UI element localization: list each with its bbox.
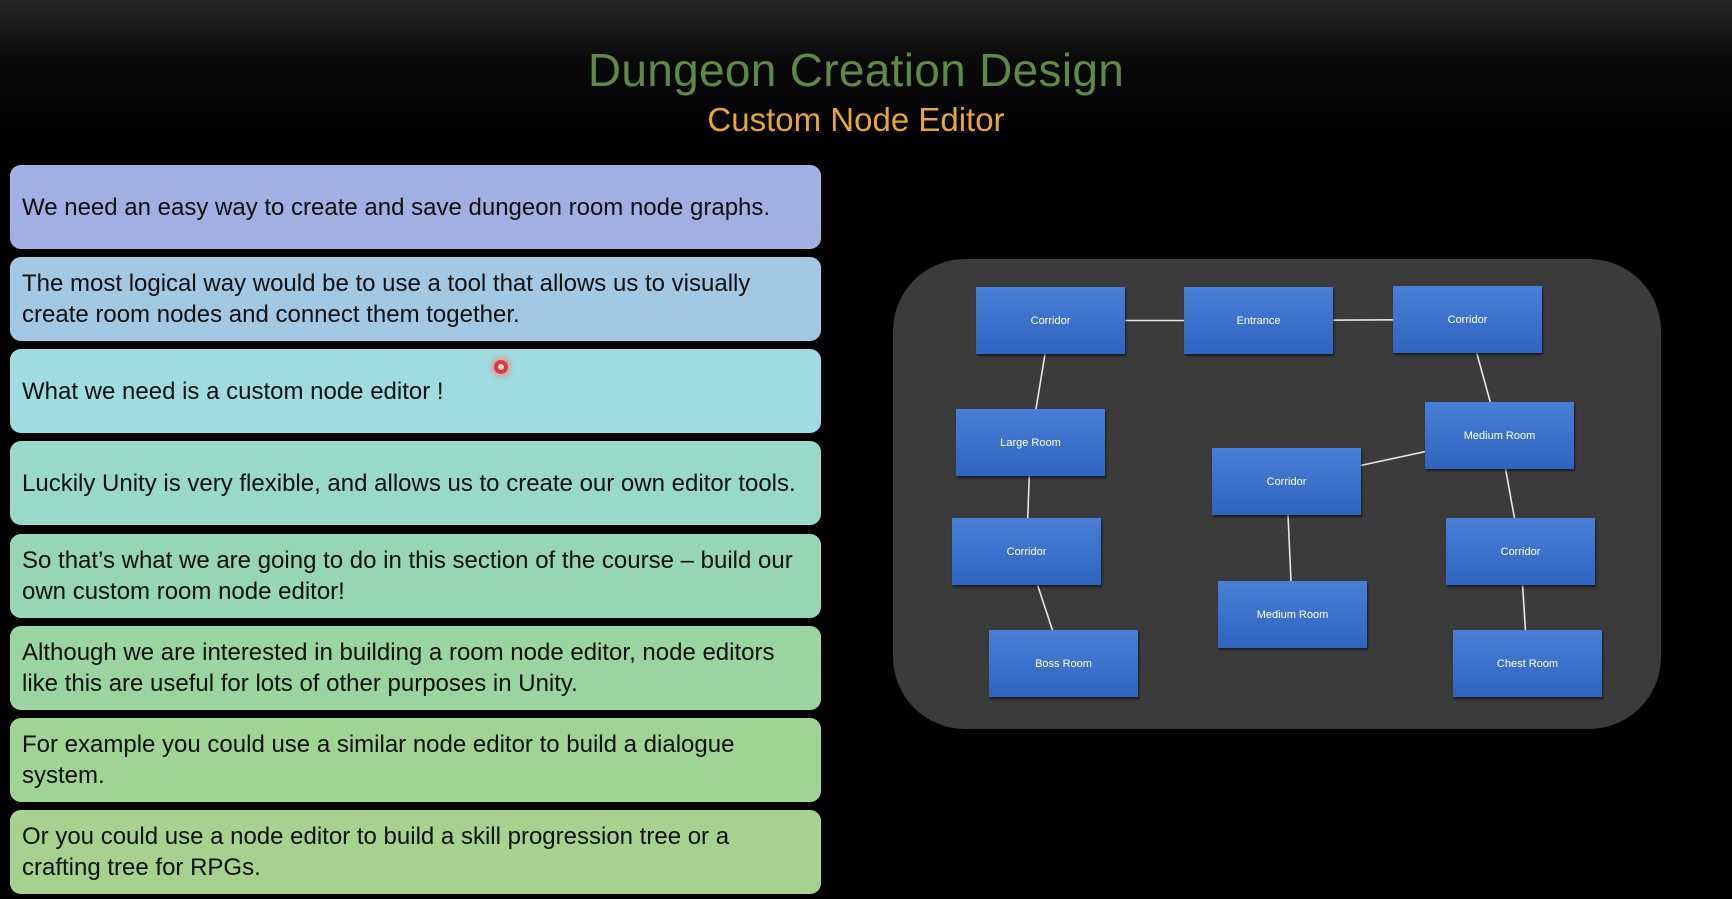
- node-corridor-4[interactable]: Corridor: [952, 518, 1101, 585]
- node-corridor-1[interactable]: Corridor: [976, 287, 1125, 354]
- point-text: Luckily Unity is very flexible, and allo…: [22, 469, 796, 497]
- point-text: Or you could use a node editor to build …: [22, 823, 730, 881]
- point-text: Although we are interested in building a…: [22, 639, 775, 697]
- point-box-2: The most logical way would be to use a t…: [10, 257, 821, 341]
- node-corridor-3[interactable]: Corridor: [1212, 448, 1361, 515]
- point-box-8: Or you could use a node editor to build …: [10, 810, 821, 894]
- node-medium-room-1[interactable]: Medium Room: [1425, 402, 1574, 469]
- pointer-dot-icon: [494, 360, 508, 374]
- point-box-3: What we need is a custom node editor !: [10, 349, 821, 433]
- node-graph-panel: Corridor Entrance Corridor Large Room Me…: [893, 259, 1661, 729]
- node-boss-room[interactable]: Boss Room: [989, 630, 1138, 697]
- point-text: We need an easy way to create and save d…: [22, 193, 771, 221]
- node-entrance[interactable]: Entrance: [1184, 287, 1333, 354]
- node-chest-room[interactable]: Chest Room: [1453, 630, 1602, 697]
- point-box-6: Although we are interested in building a…: [10, 626, 821, 710]
- node-corridor-5[interactable]: Corridor: [1446, 518, 1595, 585]
- point-box-5: So that’s what we are going to do in thi…: [10, 534, 821, 618]
- point-box-1: We need an easy way to create and save d…: [10, 165, 821, 249]
- point-text: What we need is a custom node editor !: [22, 377, 444, 405]
- node-corridor-2[interactable]: Corridor: [1393, 286, 1542, 353]
- point-text: So that’s what we are going to do in thi…: [22, 547, 793, 605]
- point-box-4: Luckily Unity is very flexible, and allo…: [10, 441, 821, 525]
- slide-subtitle: Custom Node Editor: [707, 101, 1005, 138]
- point-box-7: For example you could use a similar node…: [10, 718, 821, 802]
- point-text: For example you could use a similar node…: [22, 731, 735, 789]
- point-text: The most logical way would be to use a t…: [22, 270, 751, 328]
- node-medium-room-2[interactable]: Medium Room: [1218, 581, 1367, 648]
- slide-title: Dungeon Creation Design: [587, 44, 1125, 96]
- node-large-room[interactable]: Large Room: [956, 409, 1105, 476]
